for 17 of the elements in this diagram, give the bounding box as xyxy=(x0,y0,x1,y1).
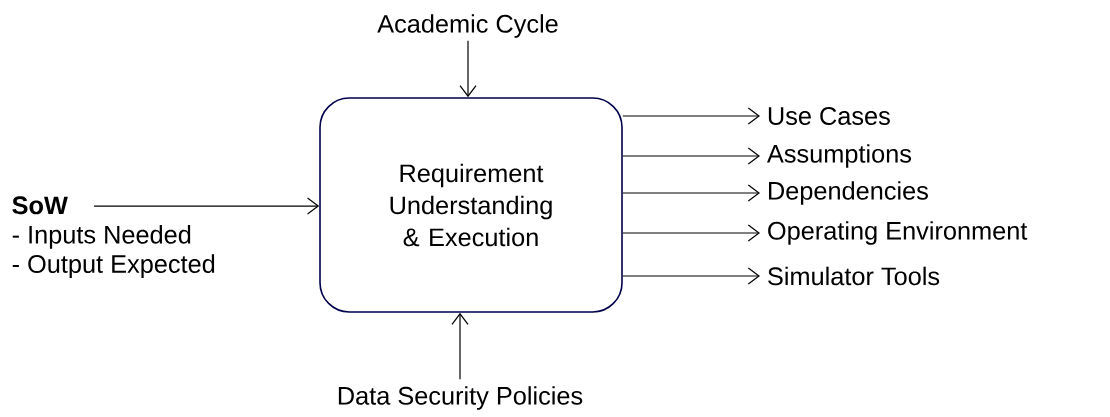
arrow xyxy=(622,184,760,202)
flow-label: Operating Environment xyxy=(768,221,1028,245)
arrow xyxy=(622,267,760,285)
arrow xyxy=(459,40,477,98)
arrow xyxy=(622,224,760,242)
flow-label: Dependencies xyxy=(769,181,928,205)
flow-label: Data Security Policies xyxy=(338,386,583,410)
flow-label: Academic Cycle xyxy=(377,14,558,38)
flow-label: Assumptions xyxy=(767,144,911,168)
process-box: Requirement Understanding & Execution xyxy=(319,97,623,313)
arrow xyxy=(451,312,469,380)
input-label: SoW - Inputs Needed - Output Expected xyxy=(12,196,215,278)
arrow xyxy=(622,147,760,165)
arrow xyxy=(622,107,760,125)
flow-label: Use Cases xyxy=(768,107,890,125)
arrow xyxy=(93,197,320,215)
flow-label: Simulator Tools xyxy=(768,266,940,286)
